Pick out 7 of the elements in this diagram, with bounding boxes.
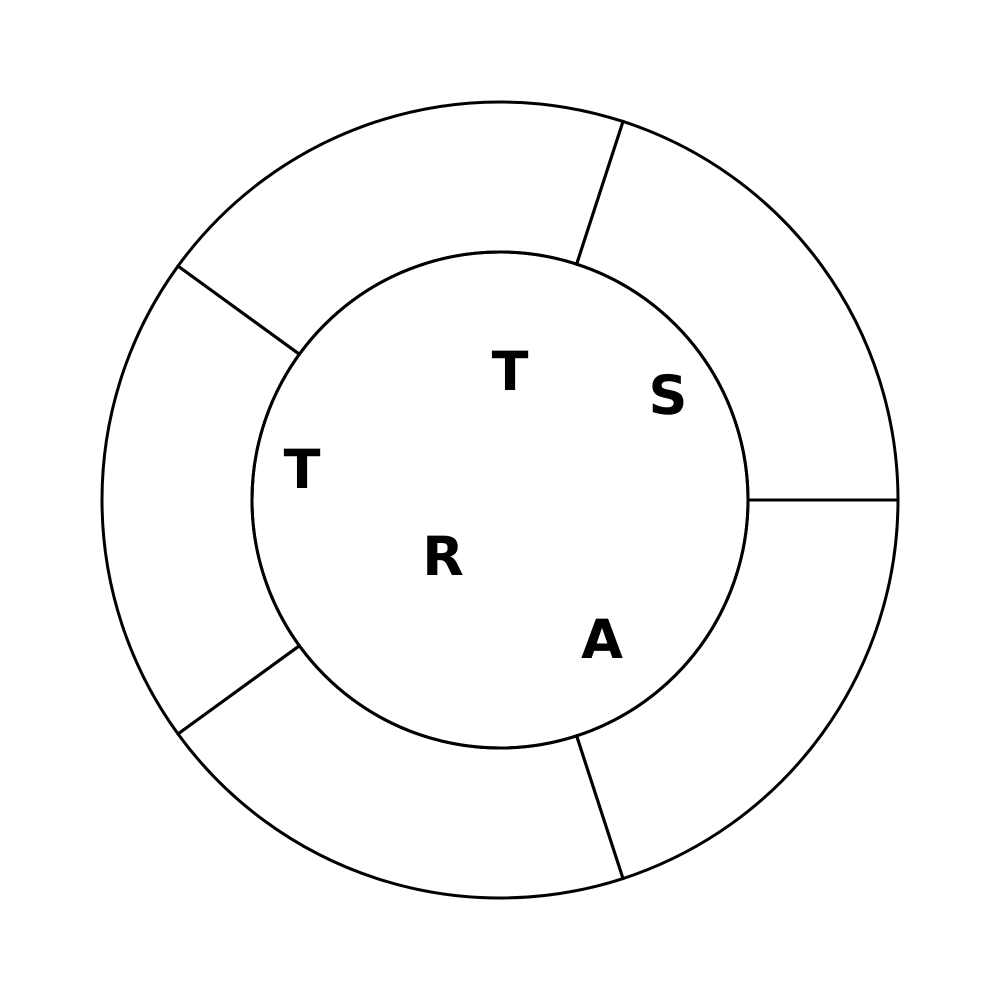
ring-segment xyxy=(575,120,900,502)
letter: S xyxy=(648,369,688,423)
letter: T xyxy=(284,443,320,497)
letter: T xyxy=(492,345,528,399)
inner-circle xyxy=(250,250,750,750)
letter: R xyxy=(422,530,464,584)
letter: A xyxy=(581,613,623,667)
